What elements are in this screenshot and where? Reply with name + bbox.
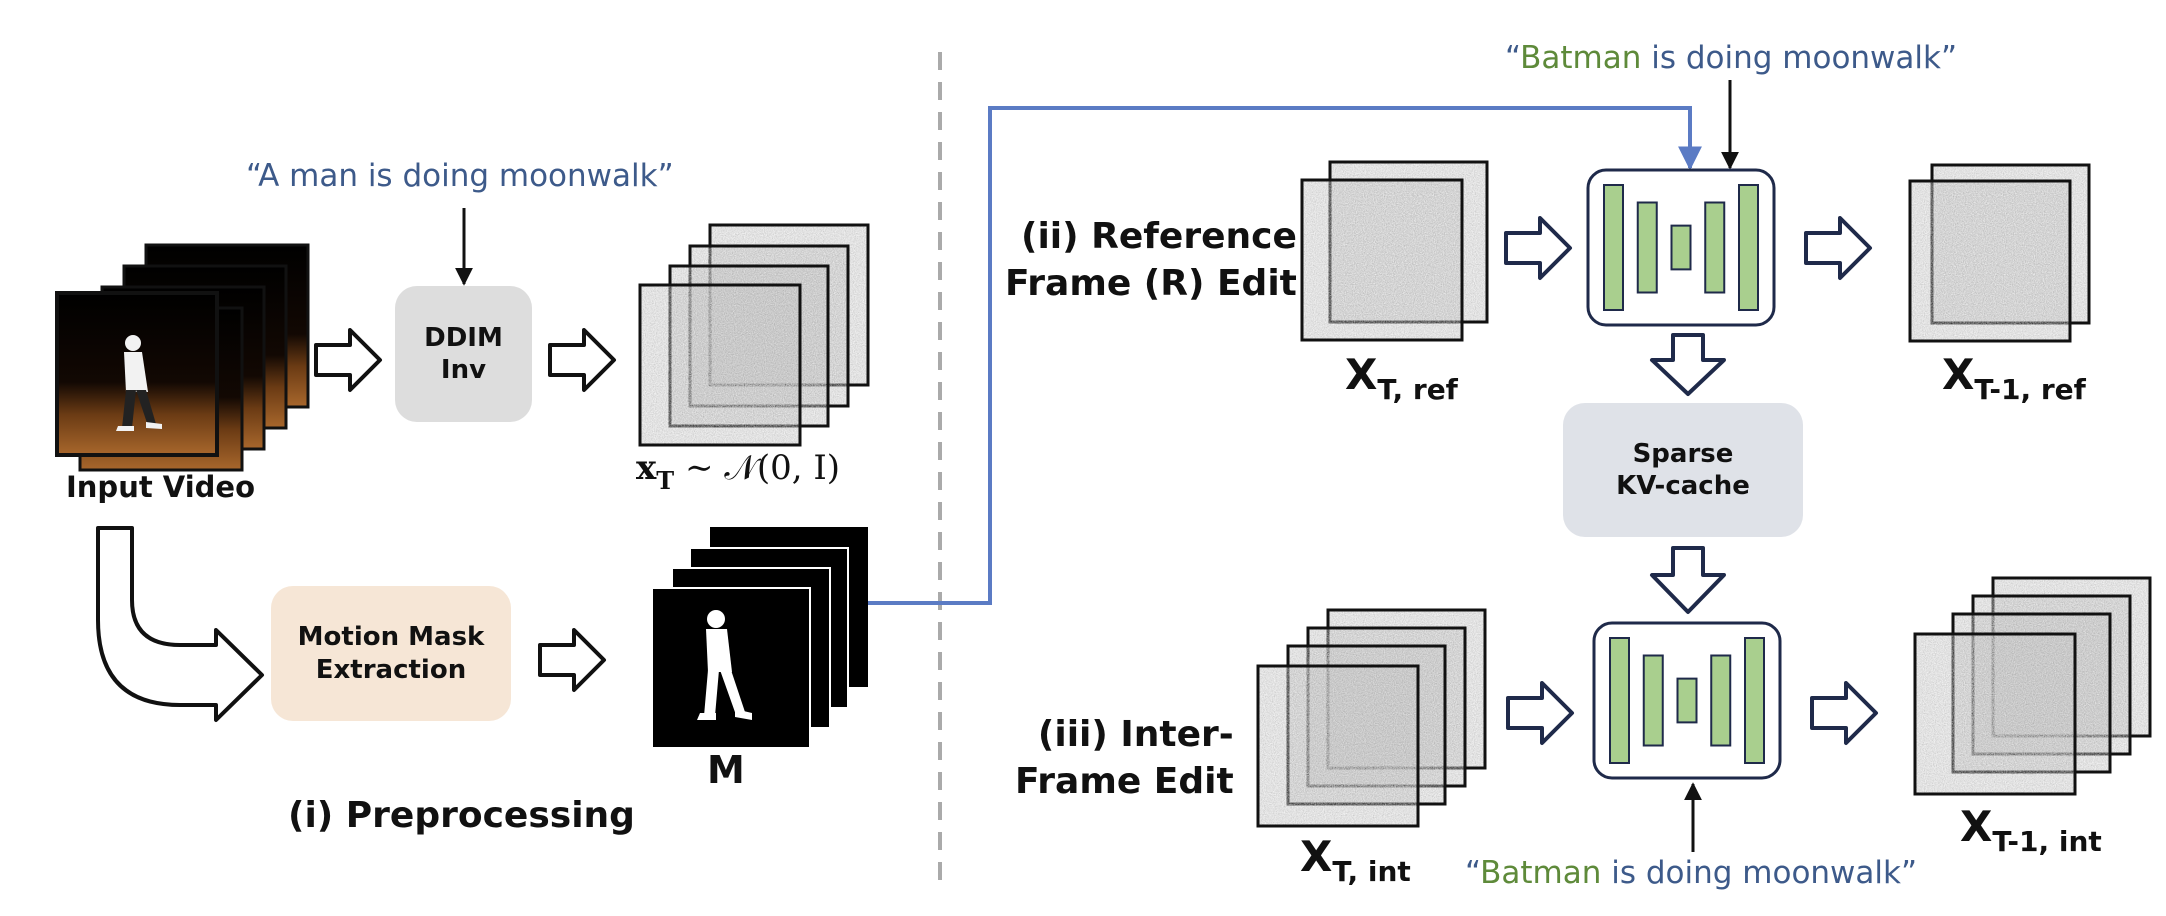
- reference-unet: [1586, 168, 1776, 327]
- noise-latent-stack: [638, 223, 870, 447]
- reference-unet-block-5: [1738, 184, 1759, 311]
- ref-prompt-prefix: “: [1505, 40, 1521, 76]
- ref-input-var-label: XT, ref: [1345, 350, 1458, 406]
- sparse-kv-cache-box: Sparse KV-cache: [1563, 403, 1803, 537]
- inter-output-sub: T-1, int: [1992, 825, 2102, 858]
- ref-input-var: X: [1345, 350, 1378, 399]
- inter-title-line1: (iii) Inter-: [1037, 714, 1234, 755]
- inter-unet-block-2: [1642, 654, 1664, 747]
- noise-eq-sub: T: [656, 466, 675, 495]
- ref-title-line2: Frame (R) Edit: [1005, 262, 1297, 304]
- inter-frame-unet: [1592, 621, 1782, 780]
- arrow-ref-unet-to-output: [1804, 216, 1872, 280]
- reference-unet-block-4: [1704, 201, 1726, 294]
- ddim-label-line2: Inv: [440, 355, 487, 385]
- inter-prompt-target: Batman: [1480, 855, 1602, 891]
- inter-unet-block-1: [1609, 637, 1630, 764]
- reference-input-latent: [1300, 160, 1489, 342]
- inter-input-sub: T, int: [1332, 855, 1411, 888]
- inter-unet-block-4: [1710, 654, 1732, 747]
- ref-output-var: X: [1942, 350, 1975, 399]
- preprocessing-title: (i) Preprocessing: [288, 795, 635, 836]
- motion-mask-label-line2: Extraction: [315, 654, 467, 685]
- inter-input-var: X: [1300, 832, 1333, 881]
- dancer-figure: [116, 335, 162, 431]
- kv-cache-label-line2: KV-cache: [1616, 471, 1750, 501]
- inter-target-prompt: “Batman is doing moonwalk”: [1465, 855, 1917, 891]
- ddim-inversion-box: DDIM Inv: [395, 286, 532, 422]
- inter-frame-edit-title: (iii) Inter- Frame Edit: [1015, 712, 1234, 806]
- arrow-inter-input-to-unet: [1506, 681, 1574, 745]
- ref-input-sub: T, ref: [1377, 373, 1458, 406]
- source-prompt: “A man is doing moonwalk”: [246, 158, 674, 194]
- ref-title-line1: (ii) Reference: [1020, 216, 1297, 257]
- arrow-video-to-mask-extraction: [96, 526, 264, 722]
- arrow-mask-extraction-to-mask: [538, 628, 606, 692]
- mask-symbol: M: [707, 748, 745, 792]
- reference-unet-block-1: [1603, 184, 1624, 311]
- mask-silhouette: [697, 610, 752, 720]
- mask-to-reference-connector: [868, 106, 1702, 605]
- inter-output-var: X: [1960, 802, 1993, 851]
- input-video-label: Input Video: [66, 470, 256, 504]
- reference-edit-title: (ii) Reference Frame (R) Edit: [1005, 214, 1297, 308]
- inter-prompt-rest: is doing moonwalk”: [1601, 855, 1918, 891]
- noise-eq-rest: ∼ 𝒩(0, I): [684, 448, 841, 488]
- arrow-cache-to-inter-unet: [1650, 546, 1726, 614]
- noise-distribution-label: xT ∼ 𝒩(0, I): [636, 448, 840, 495]
- motion-mask-stack: [651, 527, 868, 749]
- input-video-stack: [55, 243, 310, 472]
- ddim-label-line1: DDIM: [424, 322, 503, 353]
- ref-output-var-label: XT-1, ref: [1942, 350, 2086, 406]
- reference-output-latent: [1908, 163, 2091, 343]
- reference-unet-block-2: [1636, 201, 1658, 294]
- inter-prompt-prefix: “: [1465, 855, 1481, 891]
- ref-prompt-target: Batman: [1520, 40, 1642, 76]
- arrow-video-to-ddim: [314, 328, 382, 392]
- inter-unet-block-5: [1744, 637, 1765, 764]
- inter-title-line2: Frame Edit: [1015, 760, 1234, 802]
- inter-unet-block-3: [1676, 677, 1698, 724]
- motion-mask-label-line1: Motion Mask: [297, 622, 485, 652]
- arrow-ref-input-to-unet: [1504, 216, 1572, 280]
- motion-mask-extraction-box: Motion Mask Extraction: [271, 586, 511, 721]
- arrow-inter-unet-to-output: [1810, 681, 1878, 745]
- noise-eq-x: x: [636, 448, 657, 488]
- ref-prompt-rest: is doing moonwalk”: [1641, 40, 1958, 76]
- arrow-ddim-to-noise: [548, 328, 616, 392]
- inter-input-var-label: XT, int: [1300, 832, 1411, 888]
- arrow-ref-unet-to-cache: [1650, 333, 1726, 396]
- kv-cache-label-line1: Sparse: [1632, 438, 1734, 469]
- inter-input-latent-stack: [1256, 608, 1487, 828]
- inter-output-latent-stack: [1913, 576, 2152, 796]
- reference-target-prompt: “Batman is doing moonwalk”: [1505, 40, 1957, 76]
- inter-output-var-label: XT-1, int: [1960, 802, 2102, 858]
- reference-unet-block-3: [1670, 224, 1692, 271]
- ref-output-sub: T-1, ref: [1974, 373, 2086, 406]
